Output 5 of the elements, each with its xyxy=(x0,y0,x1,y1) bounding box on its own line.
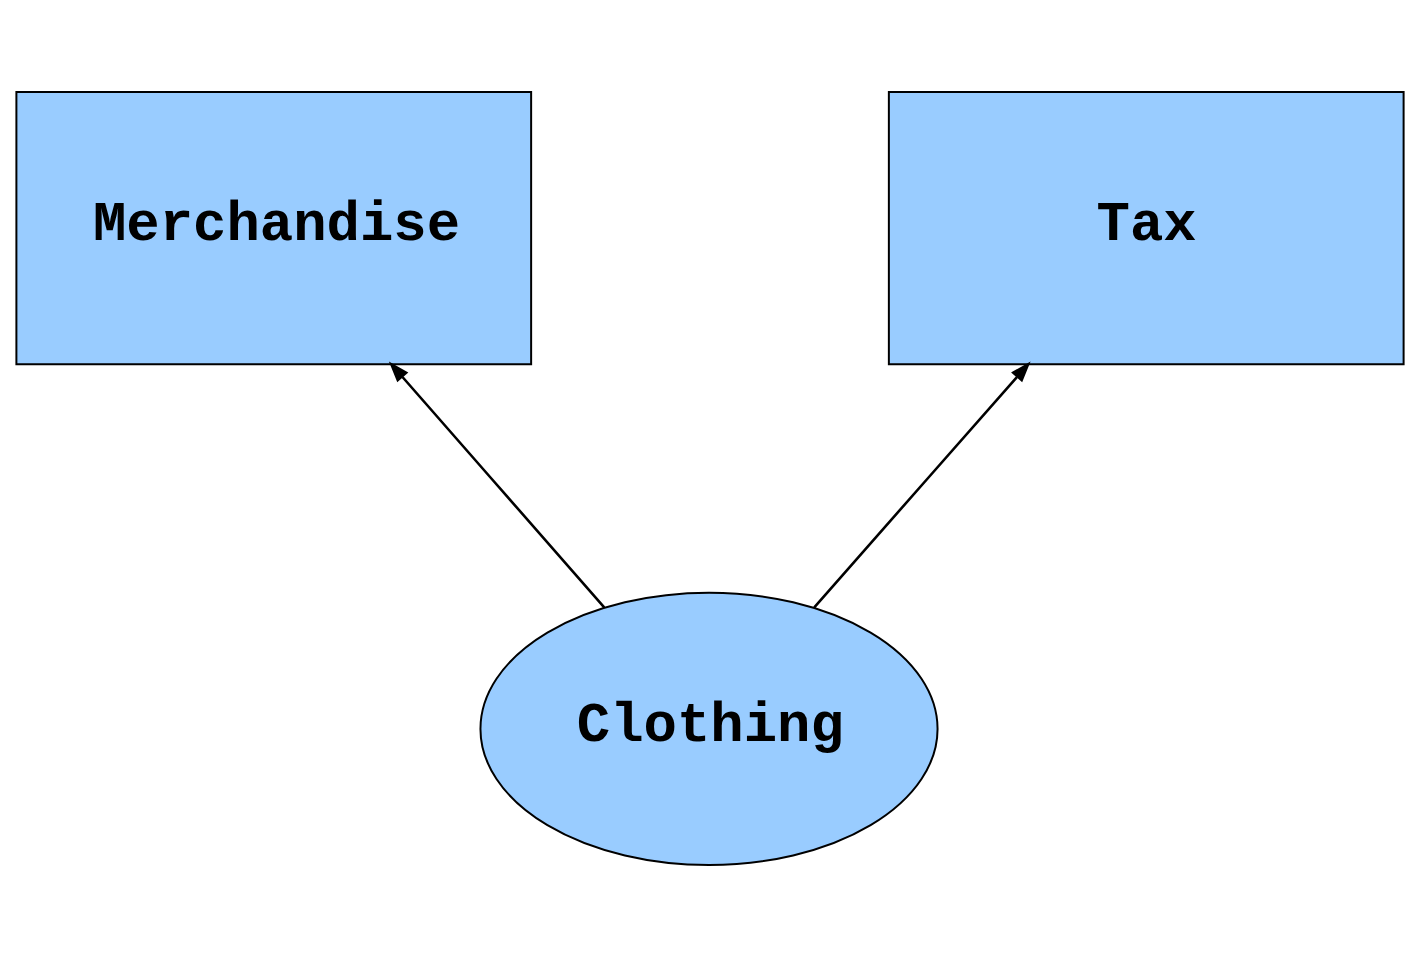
node-ellipse: Clothing xyxy=(479,591,939,867)
arrow xyxy=(388,361,606,609)
node-box: Tax xyxy=(887,90,1405,366)
node-box: Merchandise xyxy=(15,90,533,366)
arrow xyxy=(813,361,1031,609)
